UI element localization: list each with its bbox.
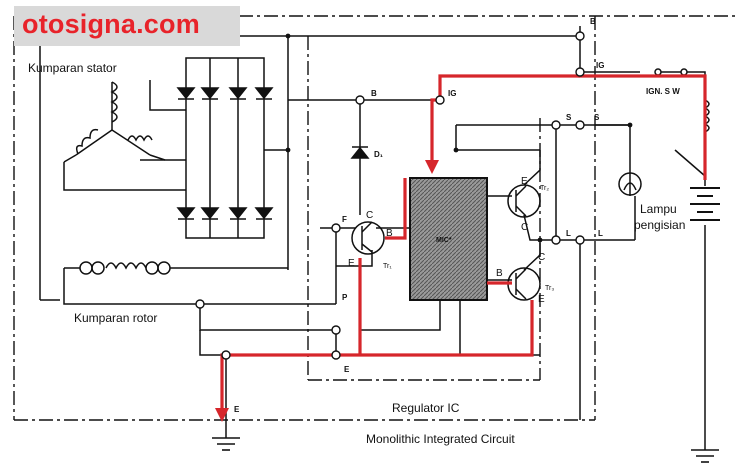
lamp-label-line2: pengisian — [634, 218, 685, 232]
tr3-pin-c: C — [538, 252, 545, 263]
tr2-pin-c: C — [521, 222, 528, 233]
solid-junctions — [285, 33, 633, 243]
tr1-pin-e: E — [348, 258, 355, 269]
stator-coils — [75, 81, 153, 155]
junction-dots — [195, 31, 585, 360]
stator-label: Kumparan stator — [28, 61, 117, 75]
terminal-s-right: S — [594, 113, 600, 122]
tr3-label: Tr₃ — [545, 285, 554, 292]
tr3-pin-e: E — [538, 294, 545, 305]
tr1-pin-b: B — [386, 228, 393, 239]
transistor-tr3 — [507, 267, 541, 301]
diode-d1 — [350, 146, 370, 159]
lamp-label-line1: Lampu — [640, 202, 677, 216]
terminal-e-inner: E — [344, 365, 350, 374]
ignition-switch-icon — [654, 68, 688, 76]
rectifier-diodes — [176, 87, 274, 220]
tr2-pin-e: E — [521, 176, 528, 187]
terminal-b-top: B — [590, 17, 596, 26]
ground-icon — [212, 437, 719, 463]
terminal-b-inner: B — [371, 89, 377, 98]
mic-chip — [409, 177, 488, 301]
terminal-f: F — [342, 215, 347, 224]
terminal-ig-inner: IG — [448, 89, 456, 98]
terminal-l-right: L — [598, 229, 603, 238]
diode-d1-label: D₁ — [374, 150, 384, 159]
transistor-tr2 — [507, 184, 541, 218]
watermark: otosigna.com — [22, 9, 200, 39]
battery-icon — [690, 187, 720, 221]
terminal-p: P — [342, 293, 348, 302]
monolithic-label: Monolithic Integrated Circuit — [366, 432, 515, 446]
ign-sw-label: IGN. S W — [646, 87, 680, 96]
transistor-tr1 — [351, 221, 385, 255]
regulator-label: Regulator IC — [392, 401, 460, 415]
rotor-label: Kumparan rotor — [74, 311, 157, 325]
terminal-s-inner: S — [566, 113, 572, 122]
terminal-ig-right: IG — [596, 61, 604, 70]
terminal-l-inner: L — [566, 229, 571, 238]
current-arrows — [215, 160, 439, 422]
terminal-e-bottom: E — [234, 405, 240, 414]
mic-label: MIC* — [436, 237, 452, 244]
charge-lamp-icon — [618, 172, 642, 196]
rotor-coil — [79, 261, 171, 275]
tr1-label: Tr₁ — [383, 263, 392, 270]
tr2-label: Tr₂ — [540, 185, 549, 192]
tr1-pin-c: C — [366, 210, 373, 221]
tr3-pin-b: B — [496, 268, 503, 279]
watermark-background — [14, 6, 240, 46]
